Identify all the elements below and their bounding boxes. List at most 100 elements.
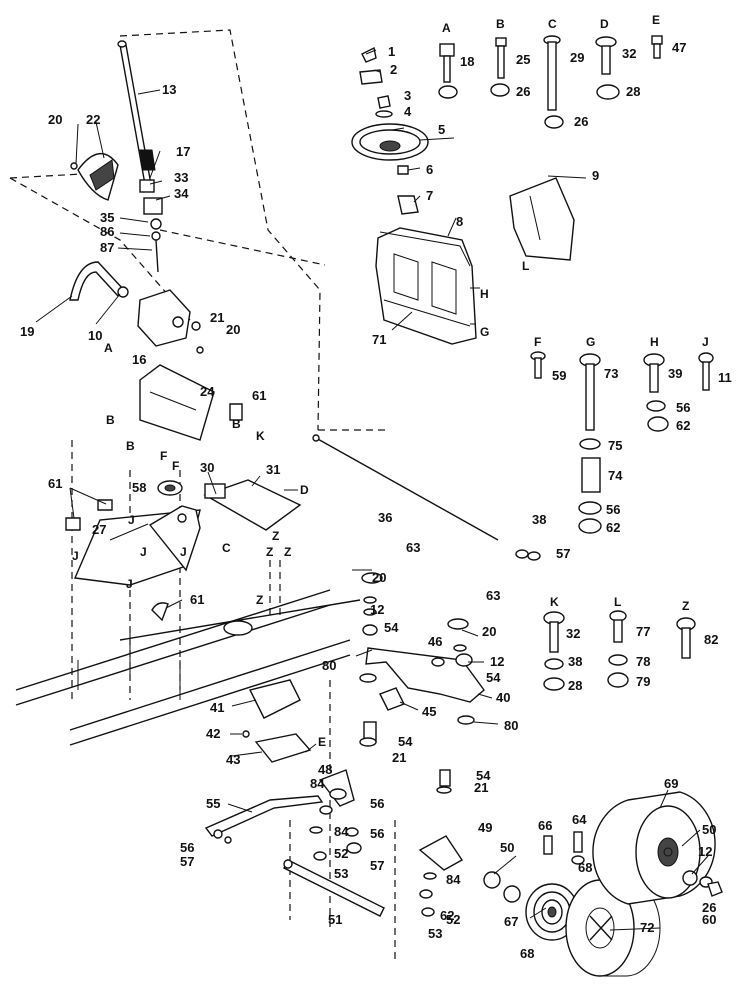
column-head-d: D [600, 17, 609, 31]
bolt-25 [495, 37, 507, 79]
callout-28-d: 28 [626, 84, 640, 99]
callout-40: 40 [496, 690, 510, 705]
clips-61-left [65, 499, 169, 622]
callout-78: 78 [636, 654, 650, 669]
callout-45: 45 [422, 704, 436, 719]
ref-a: A [104, 341, 113, 355]
callout-12-right: 12 [490, 654, 504, 669]
callout-labels: 1 2 3 4 5 6 7 8 9 10 11 12 12 12 13 16 1… [20, 40, 732, 961]
callout-12-left: 12 [370, 602, 384, 617]
ref-z-2: Z [284, 545, 291, 559]
callout-12-wheel: 12 [698, 844, 712, 859]
bolt-82 [676, 617, 696, 659]
callout-56-g: 56 [606, 502, 620, 517]
frame-rails [15, 589, 361, 746]
callout-82: 82 [704, 632, 718, 647]
dash-bracket-24 [139, 364, 215, 441]
callout-13: 13 [162, 82, 176, 97]
ref-f-2: F [172, 459, 179, 473]
column-head-h: H [650, 335, 659, 349]
callout-53-right: 53 [428, 926, 442, 941]
panel-9 [509, 177, 575, 261]
callout-1: 1 [388, 44, 395, 59]
callout-68-rim: 68 [520, 946, 534, 961]
ref-f-1: F [160, 449, 167, 463]
bolt-32-top [595, 36, 617, 75]
callout-27: 27 [92, 522, 106, 537]
clip-61 [229, 403, 243, 421]
column-head-k: K [550, 595, 559, 609]
callout-32-k: 32 [566, 626, 580, 641]
callout-42: 42 [206, 726, 220, 741]
callout-84-mid: 84 [334, 824, 349, 839]
callout-74: 74 [608, 468, 623, 483]
callout-56-a: 56 [370, 796, 384, 811]
letter-codes: A B C D E F G H J K L Z A B B B C D E F … [72, 13, 709, 749]
rear-wheel-hardware [682, 870, 723, 897]
callout-3: 3 [404, 88, 411, 103]
callout-63-left: 63 [406, 540, 420, 555]
ref-b-3: B [232, 417, 241, 431]
column-head-e: E [652, 13, 660, 27]
front-axle-40 [359, 572, 485, 725]
grommet-58 [157, 480, 183, 496]
ref-z-4: Z [256, 593, 263, 607]
column-head-l: L [614, 595, 621, 609]
callout-26-c: 26 [574, 114, 588, 129]
rear-tire-69 [592, 791, 716, 905]
callout-31: 31 [266, 462, 280, 477]
nuts-top [438, 83, 620, 129]
column-head-f: F [534, 335, 541, 349]
callout-35: 35 [100, 210, 114, 225]
ref-l: L [522, 259, 529, 273]
column-head-b: B [496, 17, 505, 31]
callout-58: 58 [132, 480, 146, 495]
callout-33: 33 [174, 170, 188, 185]
callout-50-right: 50 [702, 822, 716, 837]
callout-84-right: 84 [446, 872, 461, 887]
callout-39: 39 [668, 366, 682, 381]
callout-59: 59 [552, 368, 566, 383]
callout-41: 41 [210, 700, 224, 715]
callout-25: 25 [516, 52, 530, 67]
callout-62-spindle: 62 [440, 908, 454, 923]
callout-66: 66 [538, 818, 552, 833]
callout-16: 16 [132, 352, 146, 367]
callout-75: 75 [608, 438, 622, 453]
ref-j-2: J [180, 545, 187, 559]
spindle-left-48 [318, 721, 377, 807]
callout-54-c: 54 [398, 734, 413, 749]
steering-bracket [137, 289, 204, 354]
spacer-stack [515, 400, 669, 561]
callout-36: 36 [378, 510, 392, 525]
tie-rod-hardware [309, 805, 437, 917]
column-head-z: Z [682, 599, 689, 613]
callout-8: 8 [456, 214, 463, 229]
ref-h: H [480, 287, 489, 301]
ref-d: D [300, 483, 309, 497]
callout-80-left: 80 [322, 658, 336, 673]
callout-18: 18 [460, 54, 474, 69]
callout-26-wheel: 26 [702, 900, 716, 915]
callout-56-b: 56 [370, 826, 384, 841]
callout-47: 47 [672, 40, 686, 55]
callout-26-b: 26 [516, 84, 530, 99]
callout-6: 6 [426, 162, 433, 177]
callout-57-right: 57 [370, 858, 384, 873]
ref-z-3: Z [272, 529, 279, 543]
tie-rod-51 [283, 859, 385, 917]
callout-30: 30 [200, 460, 214, 475]
ref-g: G [480, 325, 489, 339]
bolt-59 [530, 351, 546, 379]
steering-sector-gear [70, 153, 119, 201]
bolt-32-k [543, 611, 565, 691]
callout-29: 29 [570, 50, 584, 65]
callout-53-left: 53 [334, 866, 348, 881]
callout-5: 5 [438, 122, 445, 137]
callout-4: 4 [404, 104, 412, 119]
pivot-bushing-45 [379, 687, 405, 711]
callout-54-d: 54 [476, 768, 491, 783]
callout-7: 7 [426, 188, 433, 203]
callout-72: 72 [640, 920, 654, 935]
